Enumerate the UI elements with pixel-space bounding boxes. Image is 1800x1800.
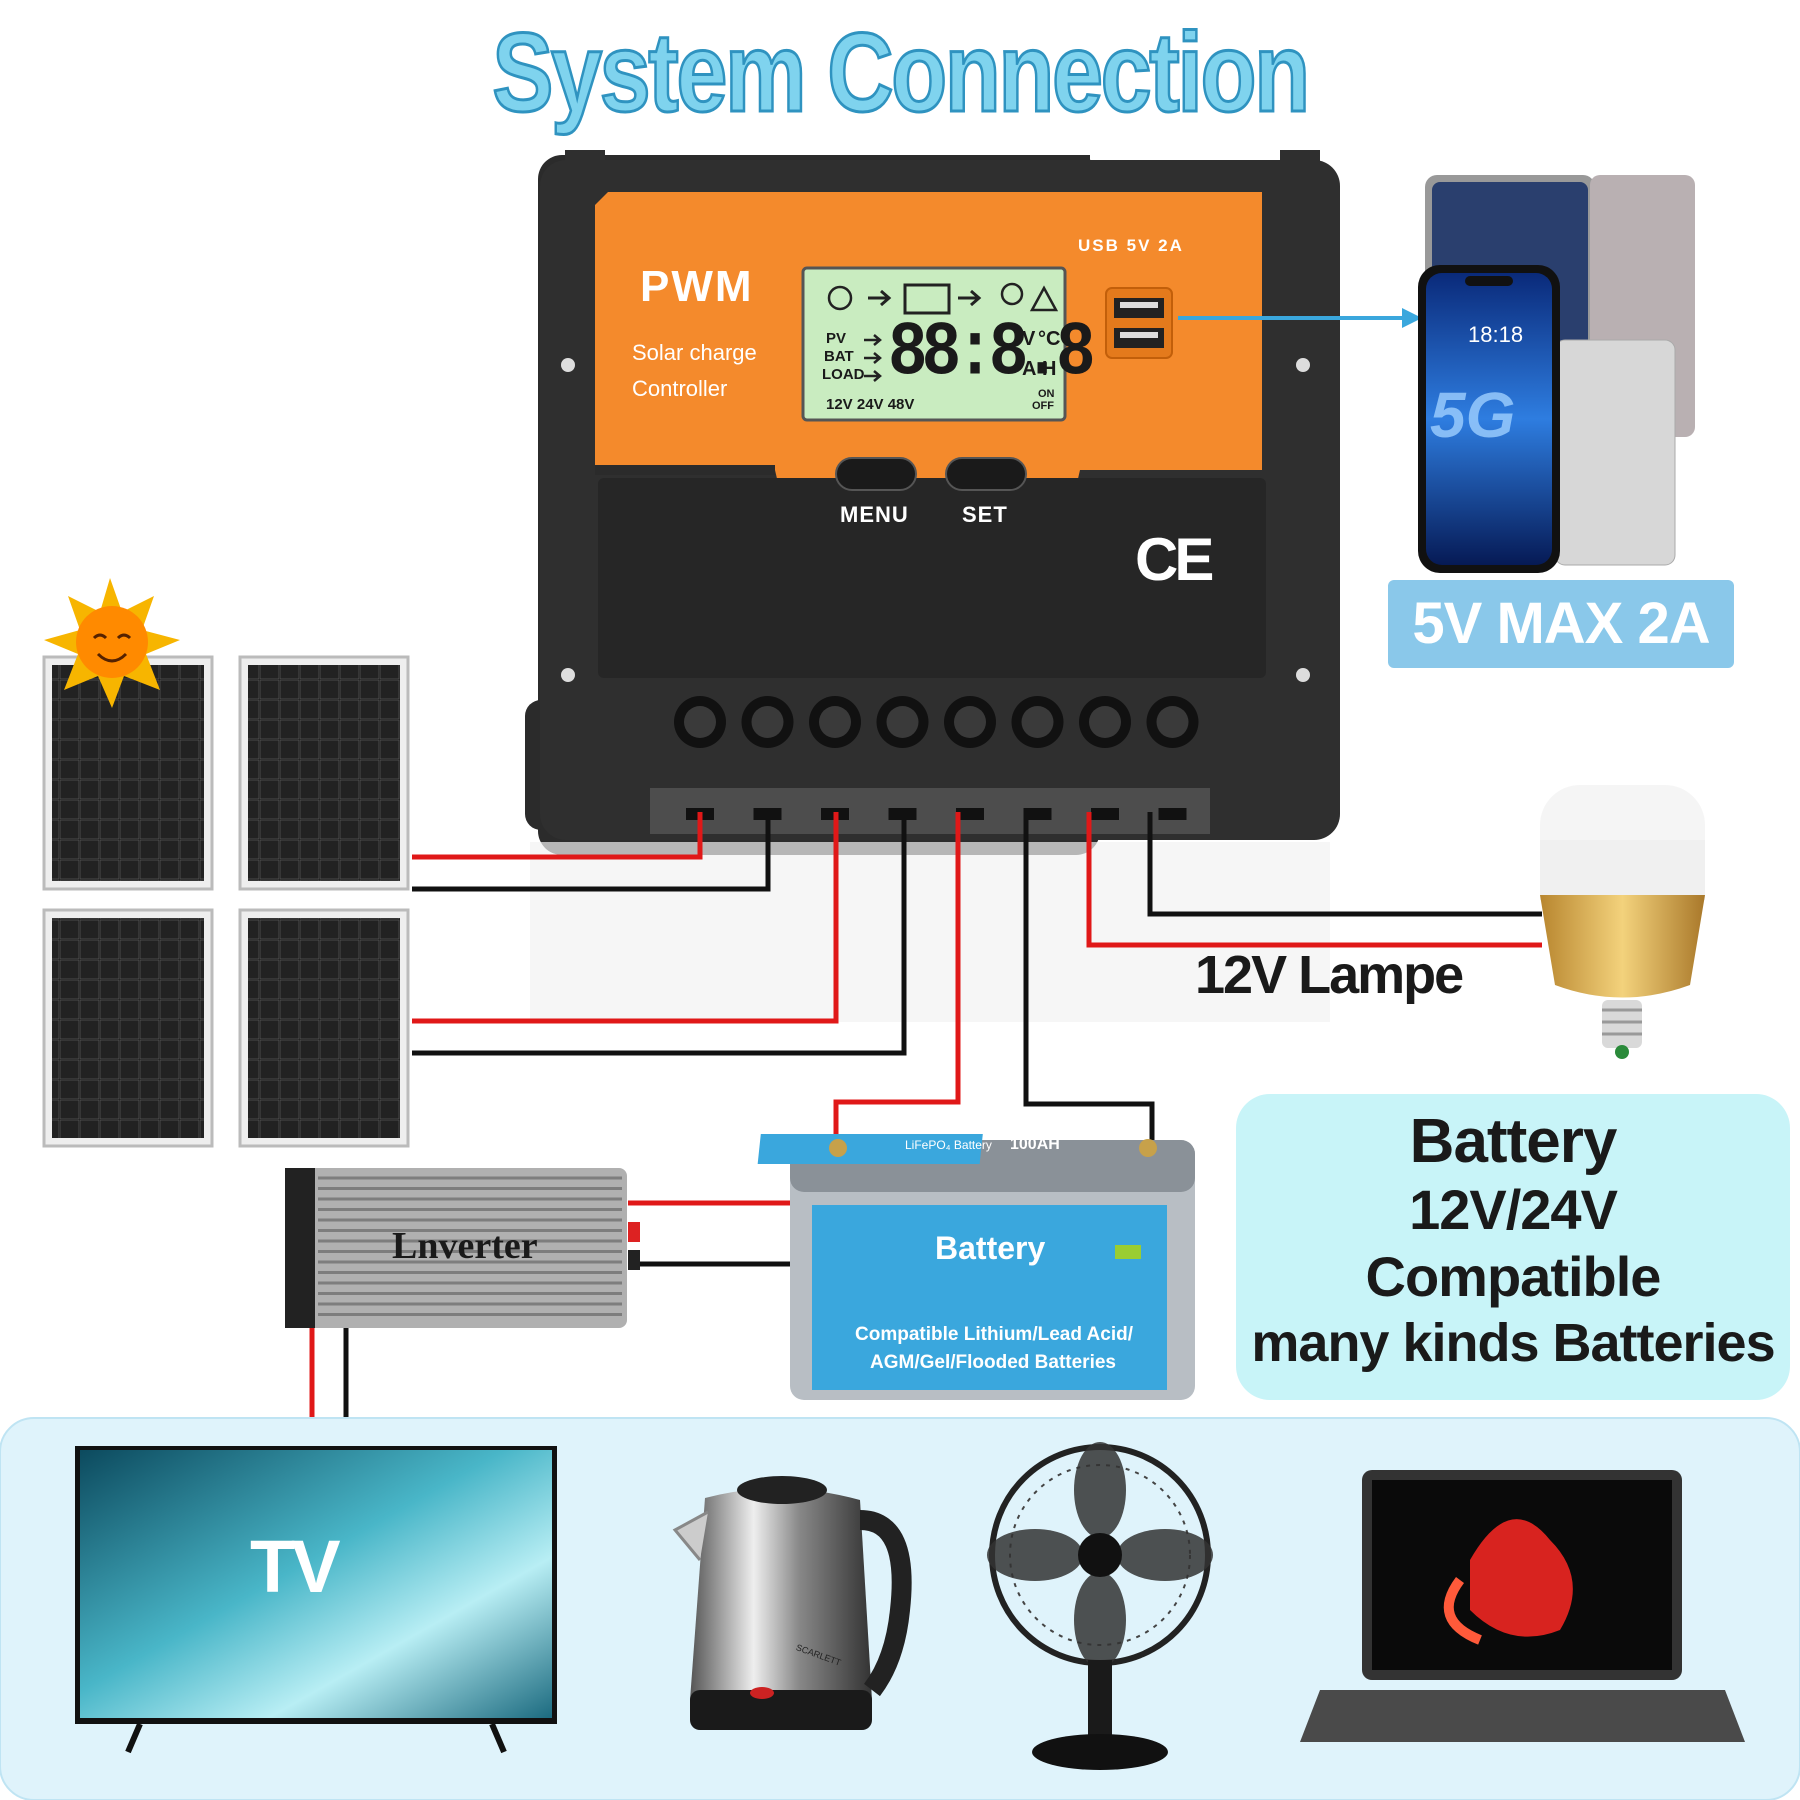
panel-line-3: Compatible	[1365, 1245, 1662, 1308]
solar-panels	[42, 655, 410, 1148]
lcd-pv: PV	[826, 330, 847, 347]
lcd-off: OFF	[1032, 400, 1054, 412]
wire-positive	[1086, 812, 1542, 948]
panel-line-4: many kinds Batteries	[1251, 1313, 1775, 1373]
menu-button-shape	[835, 457, 917, 491]
terminal-screw-head	[886, 706, 919, 738]
battery-compat-panel: Battery 12V/24V Compatible many kinds Ba…	[1236, 1094, 1790, 1400]
terminal-screw-head	[1156, 706, 1189, 738]
wire-negative	[412, 812, 771, 892]
controller-subtitle-2: Controller	[632, 376, 728, 401]
lcd-bat: BAT	[824, 348, 854, 365]
terminal-screw-head	[684, 706, 716, 738]
lcd-on: ON	[1038, 388, 1055, 400]
usb-port-label: USB 5V 2A	[1078, 236, 1184, 255]
lcd-screen	[801, 266, 1067, 422]
set-button[interactable]: SET	[962, 502, 1008, 527]
panel-line-2: 12V/24V	[1409, 1178, 1618, 1241]
terminal-slot	[1023, 808, 1052, 820]
battery-compat-1: Compatible Lithium/Lead Acid/	[855, 1324, 1133, 1345]
terminal-screw-head	[1089, 706, 1121, 738]
usb-output-badge: 5V MAX 2A	[1388, 580, 1734, 668]
lcd-digits: 88:8.8	[888, 310, 1096, 397]
page-title: System Connection	[491, 9, 1311, 137]
terminal-slot	[1091, 808, 1119, 820]
sun-icon	[44, 578, 180, 708]
battery-capacity: 100AH	[1010, 1136, 1060, 1153]
lamp-icon	[1540, 785, 1705, 1059]
terminal-screw-head	[954, 706, 986, 738]
battery-label: Battery	[935, 1230, 1046, 1266]
terminal-slot	[1158, 808, 1187, 820]
terminal-screw-head	[819, 706, 851, 738]
panel-line-1: Battery	[1409, 1107, 1618, 1176]
controller-type-label: PWM	[640, 262, 754, 311]
fan-icon	[987, 1442, 1213, 1770]
lamp-label: 12V Lampe	[1195, 945, 1464, 1005]
wire-negative	[1023, 812, 1155, 1140]
wire-positive	[833, 812, 961, 1140]
terminal-screw-head	[1021, 706, 1054, 738]
terminal-screw-head	[751, 706, 784, 738]
tv-label: TV	[250, 1525, 341, 1608]
charge-controller	[525, 150, 1340, 1022]
ce-mark: CE	[1135, 526, 1214, 593]
lcd-unit-a: A	[1022, 358, 1037, 380]
wire-positive	[412, 812, 703, 860]
inverter-icon	[285, 1168, 640, 1328]
battery-compat-2: AGM/Gel/Flooded Batteries	[870, 1352, 1116, 1373]
lcd-load: LOAD	[822, 366, 865, 383]
menu-button[interactable]: MENU	[840, 502, 909, 527]
terminal-slot	[956, 808, 984, 820]
wire-positive	[412, 812, 839, 1024]
phone-logo: 5G	[1430, 379, 1516, 451]
kettle-icon	[672, 1476, 912, 1730]
battery-icon	[757, 1134, 1195, 1400]
wire-negative	[1147, 812, 1542, 917]
set-button-shape	[945, 457, 1027, 491]
terminal-block	[674, 696, 1199, 748]
usb-devices	[1418, 175, 1695, 573]
lcd-voltages: 12V 24V 48V	[826, 396, 915, 413]
lcd-unit-h: H	[1042, 358, 1057, 380]
laptop-icon	[1300, 1470, 1745, 1742]
phone-time: 18:18	[1468, 322, 1524, 347]
controller-subtitle-1: Solar charge	[632, 340, 757, 365]
battery-top-label: LiFePO₄ Battery	[905, 1138, 992, 1152]
wire-negative	[412, 812, 907, 1056]
inverter-label: Lnverter	[392, 1225, 538, 1267]
lcd-unit-v: V	[1022, 328, 1036, 350]
tv-icon	[75, 1446, 557, 1754]
lcd-unit-c: °C	[1038, 328, 1061, 350]
